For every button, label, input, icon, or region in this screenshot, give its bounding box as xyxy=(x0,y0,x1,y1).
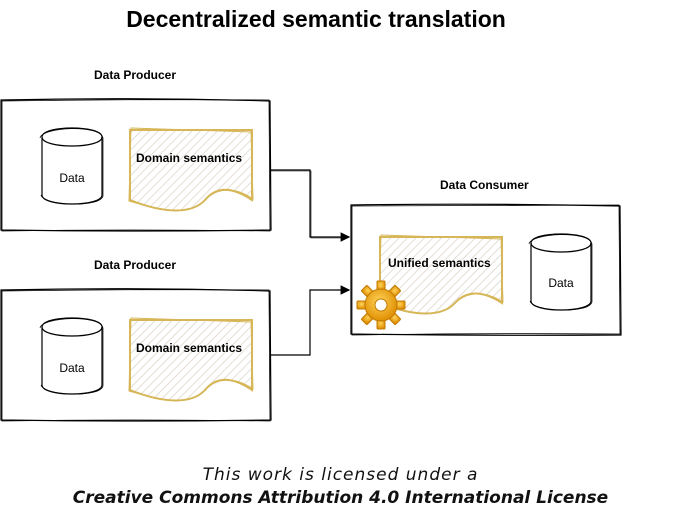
producer-top-doc xyxy=(128,127,254,212)
license-line-1: This work is licensed under a xyxy=(202,465,479,485)
producer-top-db-label: Data xyxy=(59,171,85,185)
diagram-title: Decentralized semantic translation xyxy=(126,6,506,32)
connector-bottom xyxy=(270,285,351,356)
consumer-db-label: Data xyxy=(548,276,574,290)
producer-bottom-db-label: Data xyxy=(59,361,85,375)
producer-top-container xyxy=(0,98,272,232)
connector-top xyxy=(270,169,351,242)
producer-bottom-database xyxy=(39,317,104,395)
producer-bottom-doc xyxy=(128,317,254,402)
producer-top-label: Data Producer xyxy=(94,68,177,82)
producer-top-database xyxy=(39,127,104,205)
consumer-label: Data Consumer xyxy=(440,178,529,192)
producer-bottom-container xyxy=(0,288,272,422)
consumer-container xyxy=(350,203,622,336)
gear-icon xyxy=(356,280,406,330)
consumer-doc xyxy=(378,234,504,315)
producer-bottom-label: Data Producer xyxy=(94,258,177,272)
license-link[interactable]: Creative Commons Attribution 4.0 Interna… xyxy=(72,488,609,508)
consumer-doc-label: Unified semantics xyxy=(388,256,491,270)
producer-bottom-doc-label: Domain semantics xyxy=(136,341,243,355)
consumer-database xyxy=(528,233,593,311)
producer-top-doc-label: Domain semantics xyxy=(136,151,243,165)
